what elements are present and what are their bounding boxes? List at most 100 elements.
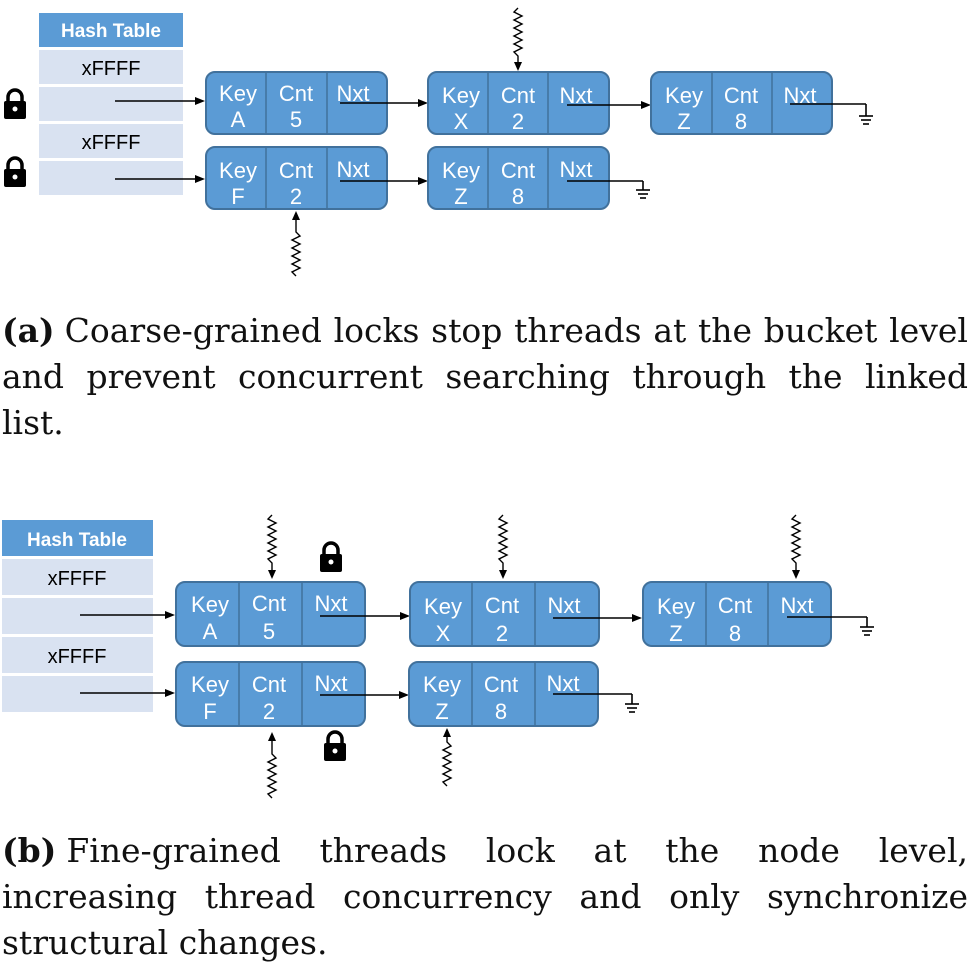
diagram-coarse-grained: Hash Table xFFFF xFFFF Key A Cnt 5 Nxt	[0, 0, 969, 300]
node-nxt-label: Nxt	[315, 671, 348, 696]
node-cnt-label: Cnt	[485, 593, 519, 618]
thread-squiggle-icon	[790, 514, 802, 579]
node-nxt-label: Nxt	[548, 593, 581, 618]
node-key-label: Key	[424, 594, 462, 619]
hash-bucket	[2, 676, 153, 712]
node-cnt-label: Cnt	[484, 672, 518, 697]
list-node: Key A Cnt 5 Nxt	[205, 71, 388, 135]
node-key-label: Key	[442, 158, 480, 183]
hash-bucket	[2, 598, 153, 634]
node-nxt-label: Nxt	[547, 671, 580, 696]
hash-table-header	[39, 13, 183, 47]
node-cnt-label: Cnt	[252, 672, 286, 697]
node-cnt: 8	[512, 184, 524, 209]
list-node: Key Z Cnt 8 Nxt	[642, 581, 832, 647]
lock-icon	[4, 88, 26, 119]
node-key: A	[203, 619, 218, 644]
node-key-label: Key	[219, 81, 257, 106]
ground-icon	[553, 693, 639, 713]
hash-table: Hash Table xFFFF xFFFF	[2, 520, 153, 712]
lock-icon	[324, 730, 346, 761]
caption-text: Coarse-grained locks stop threads at the…	[2, 311, 968, 442]
node-cnt: 5	[290, 107, 302, 132]
node-cnt: 5	[263, 619, 275, 644]
diagram-b-svg: Hash Table xFFFF xFFFF Key A Cnt 5 Nxt K…	[2, 514, 874, 799]
node-key: F	[231, 184, 244, 209]
node-cnt-label: Cnt	[279, 81, 313, 106]
caption-label: (a)	[2, 311, 55, 350]
node-key-label: Key	[657, 594, 695, 619]
hash-bucket	[39, 161, 183, 195]
list-node: Key Z Cnt 8 Nxt	[650, 71, 833, 135]
node-cnt-label: Cnt	[252, 591, 286, 616]
hash-bucket	[39, 124, 183, 158]
thread-squiggle-icon	[497, 514, 509, 579]
lock-icon	[320, 541, 342, 572]
caption-text: Fine-grained threads lock at the node le…	[2, 831, 968, 962]
hash-bucket	[2, 559, 153, 595]
diagram-fine-grained: Hash Table xFFFF xFFFF Key A Cnt 5 Nxt K…	[0, 505, 969, 810]
node-nxt-label: Nxt	[337, 81, 370, 106]
lock-icon	[4, 156, 26, 187]
node-key: Z	[677, 109, 690, 134]
node-key: X	[436, 621, 451, 646]
node-cnt: 8	[495, 699, 507, 724]
node-key: F	[203, 699, 216, 724]
node-key-label: Key	[219, 158, 257, 183]
node-key-label: Key	[423, 672, 461, 697]
node-key: Z	[435, 699, 448, 724]
thread-squiggle-icon	[512, 7, 524, 71]
node-nxt-label: Nxt	[560, 83, 593, 108]
node-cnt-label: Cnt	[501, 158, 535, 183]
ground-icon	[790, 103, 873, 125]
node-cnt-label: Cnt	[501, 83, 535, 108]
node-nxt-label: Nxt	[315, 591, 348, 616]
node-cnt: 2	[512, 109, 524, 134]
thread-squiggle-icon	[266, 514, 278, 579]
ground-icon	[787, 616, 874, 636]
hash-bucket-label: xFFFF	[82, 58, 141, 80]
node-cnt-label: Cnt	[724, 83, 758, 108]
node-key-label: Key	[442, 83, 480, 108]
hash-bucket	[39, 87, 183, 121]
node-cnt-label: Cnt	[279, 158, 313, 183]
node-nxt-label: Nxt	[560, 157, 593, 182]
node-nxt-label: Nxt	[781, 593, 814, 618]
list-node: Key X Cnt 2 Nxt	[427, 71, 610, 135]
node-key: Z	[454, 184, 467, 209]
caption-label: (b)	[2, 831, 57, 870]
node-key: Z	[669, 621, 682, 646]
hash-bucket-label: xFFFF	[48, 646, 107, 668]
node-key: X	[454, 109, 469, 134]
caption-a: (a)Coarse-grained locks stop threads at …	[2, 308, 968, 446]
hash-table-header-text: Hash Table	[27, 530, 127, 551]
node-key: A	[231, 107, 246, 132]
node-key-label: Key	[665, 83, 703, 108]
hash-table: Hash Table xFFFF xFFFF	[39, 13, 183, 195]
list-node: Key Z Cnt 8 Nxt	[427, 146, 610, 210]
hash-table-header	[2, 520, 153, 556]
list-node: Key A Cnt 5 Nxt	[175, 581, 366, 647]
hash-bucket	[2, 637, 153, 673]
node-cnt: 2	[290, 184, 302, 209]
ground-icon	[567, 180, 650, 199]
list-node: Key X Cnt 2 Nxt	[409, 581, 600, 647]
hash-bucket-label: xFFFF	[82, 132, 141, 154]
node-cnt: 8	[735, 109, 747, 134]
list-node: Key F Cnt 2 Nxt	[175, 661, 366, 727]
caption-b: (b)Fine-grained threads lock at the node…	[2, 828, 968, 966]
thread-squiggle-icon	[290, 211, 302, 277]
hash-bucket	[39, 50, 183, 84]
node-cnt: 2	[496, 621, 508, 646]
hash-bucket-label: xFFFF	[48, 568, 107, 590]
hash-table-header-text: Hash Table	[61, 21, 161, 42]
diagram-a-svg: Hash Table xFFFF xFFFF Key A Cnt 5 Nxt	[4, 7, 873, 277]
node-key-label: Key	[191, 592, 229, 617]
node-key-label: Key	[191, 672, 229, 697]
node-cnt: 2	[263, 699, 275, 724]
node-nxt-label: Nxt	[337, 157, 370, 182]
list-node: Key F Cnt 2 Nxt	[205, 146, 388, 210]
node-cnt-label: Cnt	[718, 593, 752, 618]
thread-squiggle-icon	[441, 728, 453, 787]
node-cnt: 8	[729, 621, 741, 646]
